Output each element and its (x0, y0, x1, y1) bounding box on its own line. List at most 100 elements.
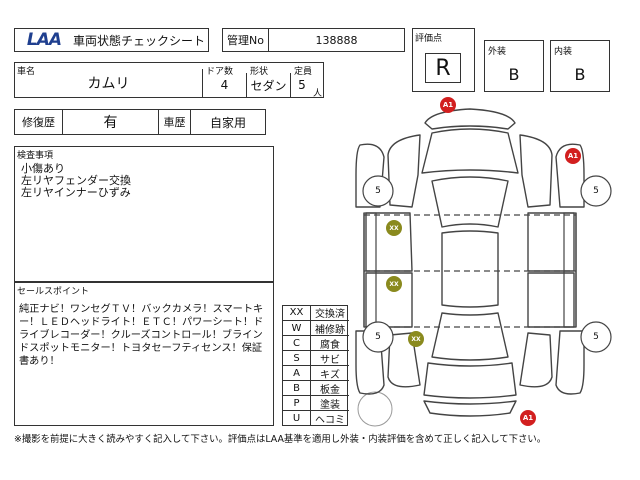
capacity-value: 5 (298, 78, 306, 92)
car-name-value: カムリ (15, 69, 203, 97)
hood (421, 128, 519, 174)
left-side-fender-panel (355, 143, 385, 208)
front-bumper (424, 108, 516, 130)
legend-code: W (283, 320, 311, 335)
vehicle-info-row: 車名 カムリ ドア数 4 形状 セダン 定員 5 人 (14, 62, 324, 99)
rear-bumper (423, 400, 517, 417)
car-diagram (355, 108, 612, 417)
stamp-circle (357, 391, 393, 427)
tire-tread-right-front: 5 (593, 186, 599, 196)
tire-tread-left-rear: 5 (375, 332, 381, 342)
left-rear-quarter (387, 332, 421, 388)
usage-value: 自家用 (209, 115, 246, 130)
sales-points-label: セールスポイント (17, 287, 90, 297)
tire-right-rear (580, 321, 612, 353)
interior-value: B (574, 64, 586, 84)
usage-label: 車歴 (159, 110, 191, 134)
right-rear-fender (555, 330, 585, 395)
inspection-line: 左リヤフェンダー交換 (21, 174, 131, 187)
exterior-value: B (508, 64, 520, 84)
right-side-fender-panel (555, 143, 585, 208)
right-front-door (527, 212, 575, 272)
repair-history-value: 有 (63, 110, 159, 134)
car-name-label: 車名 (17, 67, 36, 77)
sales-points-text: 純正ナビ！ワンセグＴＶ！バックカメラ！スマートキー！ＬＥＤヘッドライト！ＥＴＣ！… (19, 304, 264, 367)
doors-label: ドア数 (206, 67, 234, 77)
legend-code: U (283, 410, 311, 425)
history-row: 修復歴 有 車歴 自家用 (14, 109, 266, 135)
laa-logo: LAA (19, 30, 69, 50)
management-label: 管理No (223, 29, 269, 51)
inspection-box: 検査事項 小傷あり 左リヤフェンダー交換 左リヤインナーひずみ (14, 146, 274, 282)
exterior-grade-box: 外装 B (484, 40, 544, 92)
grade-box: 評価点 R (412, 28, 475, 92)
tire-tread-left-front: 5 (375, 186, 381, 196)
title-box: LAA 車両状態チェックシート (14, 28, 209, 52)
interior-label: 内装 (554, 47, 573, 57)
right-front-fender (519, 134, 553, 208)
capacity-label: 定員 (294, 67, 313, 77)
right-rear-quarter (519, 332, 553, 388)
score-value: R (425, 53, 461, 83)
tire-tread-right-rear: 5 (593, 332, 599, 342)
logo-text: LAA (26, 30, 62, 50)
legend-meaning: サビ (311, 350, 349, 366)
interior-grade-box: 内装 B (550, 40, 610, 92)
replaced-mark-left-front-door: XX (386, 220, 402, 236)
legend-meaning: 塗装 (311, 395, 349, 411)
legend-meaning: 腐食 (311, 335, 349, 351)
legend-code: B (283, 380, 311, 395)
rear-window (431, 312, 509, 361)
replaced-mark-left-rear-fender: XX (408, 331, 424, 347)
replaced-mark-left-rear-door: XX (386, 276, 402, 292)
legend-meaning: 交換済 (315, 309, 345, 320)
footer-note: ※撮影を前提に大きく読みやすく記入して下さい。評価点はLAA基準を適用し外装・内… (14, 434, 547, 445)
tire-left-front (362, 175, 394, 207)
legend-code: P (283, 395, 311, 410)
inspection-label: 検査事項 (17, 151, 54, 161)
roof (441, 230, 499, 308)
trunk (423, 362, 517, 399)
legend-code: XX (283, 305, 311, 320)
tire-left-rear (362, 321, 394, 353)
legend-meaning: 補修跡 (311, 320, 349, 336)
legend-code: S (283, 350, 311, 365)
body-type-value: セダン (247, 73, 291, 97)
left-front-door (365, 212, 413, 272)
damage-mark-rear: A1 (520, 410, 536, 426)
doors-value: 4 (203, 73, 247, 97)
legend-meaning: キズ (311, 365, 349, 381)
exterior-label: 外装 (488, 47, 507, 57)
legend-meaning: 板金 (311, 380, 349, 396)
capacity-unit: 人 (313, 89, 323, 99)
left-rear-fender (355, 330, 385, 395)
sales-points-box: セールスポイント 純正ナビ！ワンセグＴＶ！バックカメラ！スマートキー！ＬＥＤヘッ… (14, 282, 274, 426)
score-label: 評価点 (415, 34, 443, 44)
tires (362, 175, 612, 353)
damage-mark-front: A1 (440, 97, 456, 113)
left-front-fender (387, 134, 421, 208)
inspection-notes: 小傷あり 左リヤフェンダー交換 左リヤインナーひずみ (21, 163, 269, 199)
repair-history-label: 修復歴 (15, 110, 63, 134)
legend-meaning: ヘコミ (311, 410, 349, 426)
windshield (431, 176, 509, 228)
left-rear-door (365, 272, 413, 328)
legend-row: XX 交換済 (283, 305, 349, 320)
body-type-label: 形状 (250, 67, 269, 77)
inspection-line: 小傷あり (21, 162, 65, 175)
legend-code: A (283, 365, 311, 380)
management-box: 管理No 138888 (222, 28, 405, 52)
legend-code: C (283, 335, 311, 350)
damage-mark-right-front: A1 (565, 148, 581, 164)
management-number: 138888 (315, 33, 358, 47)
inspection-line: 左リヤインナーひずみ (21, 186, 131, 199)
right-rear-door (527, 272, 575, 328)
